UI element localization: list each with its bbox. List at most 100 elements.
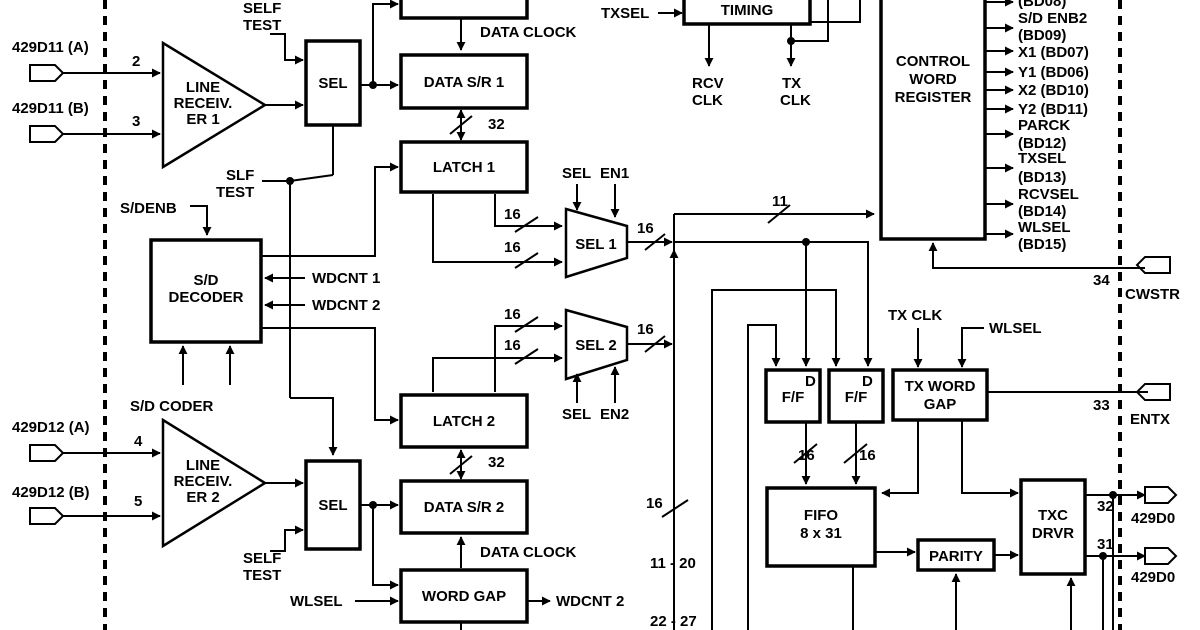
svg-text:EN1: EN1	[600, 165, 629, 182]
svg-text:LATCH 2: LATCH 2	[433, 413, 495, 430]
sd-decoder	[149, 238, 263, 344]
svg-text:X2 (BD10): X2 (BD10)	[1018, 82, 1089, 99]
svg-text:EN2: EN2	[600, 406, 629, 423]
svg-text:429D12 (A): 429D12 (A)	[12, 419, 90, 436]
svg-text:TXSEL: TXSEL	[601, 5, 649, 22]
svg-text:RECEIV.: RECEIV.	[174, 95, 233, 112]
svg-text:WDCNT 1: WDCNT 1	[312, 270, 380, 287]
parity	[916, 538, 996, 572]
svg-text:33: 33	[1093, 397, 1110, 414]
svg-text:WDCNT 2: WDCNT 2	[312, 297, 380, 314]
svg-text:TEST: TEST	[243, 567, 281, 584]
line-receiver-2: LINE RECEIV. ER 2	[161, 417, 268, 549]
svg-text:16: 16	[798, 447, 815, 464]
svg-text:D: D	[805, 373, 816, 390]
svg-text:TEST: TEST	[216, 184, 254, 201]
svg-text:32: 32	[488, 454, 505, 471]
svg-text:(BD15): (BD15)	[1018, 236, 1066, 253]
svg-text:WORD: WORD	[909, 71, 957, 88]
svg-text:2: 2	[132, 53, 140, 70]
svg-text:F/F: F/F	[845, 389, 868, 406]
svg-text:SLF: SLF	[226, 167, 254, 184]
svg-text:SELF: SELF	[243, 550, 281, 567]
svg-text:PARITY: PARITY	[929, 548, 983, 565]
data-shift-register-2	[399, 479, 529, 535]
fifo	[765, 486, 877, 568]
svg-text:DECODER: DECODER	[168, 289, 243, 306]
pin-429d11-b: 429D11 (B) 3	[12, 100, 161, 143]
svg-text:TEST: TEST	[243, 17, 281, 34]
svg-text:ENTX: ENTX	[1130, 411, 1170, 428]
pin-429d0-upper: 32 429D0	[1085, 486, 1178, 527]
control-word-register	[879, 0, 987, 241]
svg-text:5: 5	[134, 493, 142, 510]
word-gap	[399, 568, 529, 624]
svg-text:TXSEL: TXSEL	[1018, 150, 1066, 167]
svg-text:32: 32	[1097, 498, 1114, 515]
svg-text:DATA CLOCK: DATA CLOCK	[480, 544, 577, 561]
svg-text:S/D: S/D	[193, 272, 218, 289]
svg-text:4: 4	[134, 433, 143, 450]
svg-text:X1 (BD07): X1 (BD07)	[1018, 44, 1089, 61]
svg-text:CLK: CLK	[692, 92, 723, 109]
latch-2	[399, 393, 529, 449]
svg-text:16: 16	[504, 337, 521, 354]
svg-text:CLK: CLK	[780, 92, 811, 109]
txc-driver	[1019, 478, 1087, 576]
svg-text:22 - 27: 22 - 27	[650, 613, 697, 630]
svg-text:16: 16	[637, 321, 654, 338]
svg-text:LATCH 1: LATCH 1	[433, 159, 495, 176]
svg-text:WLSEL: WLSEL	[989, 320, 1042, 337]
svg-text:TX WORD: TX WORD	[905, 378, 976, 395]
svg-text:SEL: SEL	[562, 406, 591, 423]
svg-text:34: 34	[1093, 272, 1110, 289]
svg-text:D: D	[862, 373, 873, 390]
svg-text:TXC: TXC	[1038, 507, 1068, 524]
register-outputs: (BD08) S/D ENB2 (BD09) X1 (BD07) Y1 (BD0…	[985, 0, 1089, 253]
svg-text:11 - 20: 11 - 20	[650, 555, 696, 572]
pin-429d11-a: 429D11 (A) 2	[12, 39, 161, 82]
svg-text:32: 32	[488, 116, 505, 133]
svg-text:16: 16	[646, 495, 663, 512]
svg-text:WORD GAP: WORD GAP	[422, 588, 506, 605]
svg-text:LINE: LINE	[186, 79, 220, 96]
svg-text:WLSEL: WLSEL	[290, 593, 343, 610]
svg-text:DRVR: DRVR	[1032, 525, 1074, 542]
svg-text:RECEIV.: RECEIV.	[174, 473, 233, 490]
svg-text:SEL: SEL	[562, 165, 591, 182]
svg-text:ER 2: ER 2	[186, 489, 219, 506]
top-block-cut	[399, 0, 529, 20]
pin-entx: 33 ENTX	[1093, 383, 1171, 428]
svg-text:429D0: 429D0	[1131, 569, 1175, 586]
svg-text:DATA S/R 2: DATA S/R 2	[424, 499, 505, 516]
svg-text:(BD12): (BD12)	[1018, 135, 1066, 152]
svg-text:LINE: LINE	[186, 457, 220, 474]
svg-text:RCV: RCV	[692, 75, 724, 92]
svg-text:DATA S/R 1: DATA S/R 1	[424, 74, 505, 91]
flip-flop-1	[764, 368, 822, 424]
svg-text:CWSTR: CWSTR	[1125, 286, 1180, 303]
svg-text:16: 16	[504, 239, 521, 256]
svg-text:ER 1: ER 1	[186, 111, 219, 128]
svg-text:16: 16	[504, 206, 521, 223]
svg-text:REGISTER: REGISTER	[895, 89, 972, 106]
svg-text:DATA CLOCK: DATA CLOCK	[480, 24, 577, 41]
svg-text:(BD13): (BD13)	[1018, 169, 1066, 186]
timing-block	[682, 0, 812, 26]
svg-text:S/DENB: S/DENB	[120, 200, 177, 217]
svg-text:S/D ENB2: S/D ENB2	[1018, 10, 1087, 27]
svg-text:16: 16	[504, 306, 521, 323]
line-receiver-1: LINE RECEIV. ER 1	[161, 40, 268, 170]
tx-word-gap	[891, 368, 989, 422]
svg-text:3: 3	[132, 113, 140, 130]
data-shift-register-1	[399, 53, 529, 110]
svg-text:429D0: 429D0	[1131, 510, 1175, 527]
svg-text:GAP: GAP	[924, 396, 957, 413]
pin-429d12-b: 429D12 (B) 5	[12, 484, 161, 525]
svg-text:SEL: SEL	[318, 497, 347, 514]
sel1-mux: SEL 1	[564, 207, 629, 279]
latch-1	[399, 140, 529, 194]
svg-text:SEL 1: SEL 1	[575, 236, 616, 253]
svg-text:WDCNT 2: WDCNT 2	[556, 593, 624, 610]
